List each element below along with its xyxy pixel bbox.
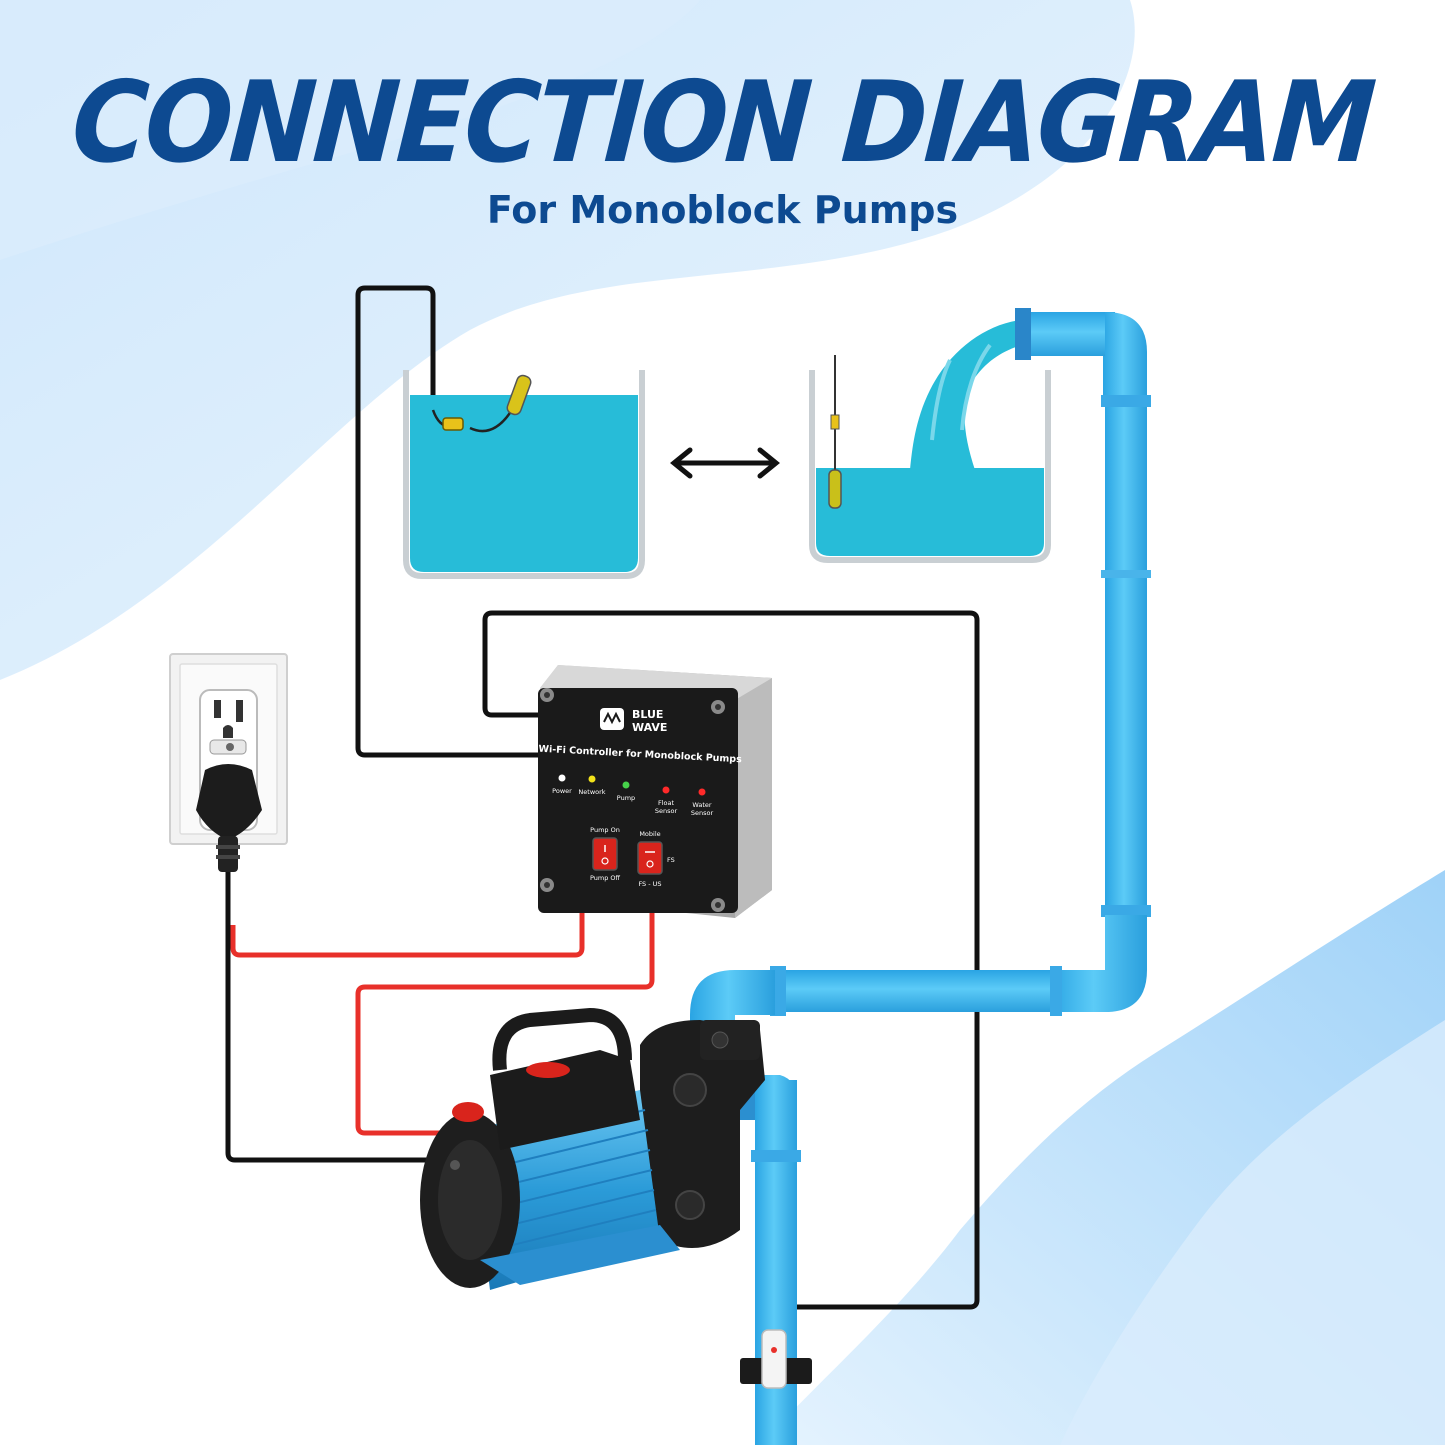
brand-logo-icon [600,708,624,730]
float-switch-icon [506,374,532,416]
brand-name-line1: BLUE [632,708,663,721]
pump-toggle-switch[interactable] [592,837,618,871]
red-wire-2 [355,905,655,1136]
indicator-led-3 [662,786,670,794]
indicator-label-1: Network [578,788,605,796]
power-cord-to-pump [225,867,433,1163]
indicator-led-1 [588,775,596,783]
brand-name-line2: WAVE [632,721,667,734]
tank-filling [809,320,1051,563]
float-switch-icon [828,469,842,509]
indicator-led-2 [622,781,630,789]
indicator-led-0 [558,774,566,782]
switch2-top-label: Mobile [639,830,660,838]
mode-toggle-switch[interactable] [637,841,663,875]
red-wires [230,905,655,1136]
switch2-right-label: FS [667,856,675,864]
indicator-label-0: Power [552,787,572,795]
float-switch-icon [442,417,464,431]
indicator-label-2: Pump [617,794,635,802]
float-switch-icon [830,414,840,430]
brand-badge-icon [526,1062,570,1078]
wall-socket [169,653,288,872]
indicator-led-4 [698,788,706,796]
red-wire-1 [230,905,585,958]
double-arrow-icon [670,447,780,479]
switch2-bottom-label: FS - US [638,880,661,888]
switch1-bottom-label: Pump Off [590,874,621,882]
power-plug-icon [196,764,262,840]
water-sensor [740,1329,812,1389]
monoblock-pump [420,1007,765,1290]
page-subtitle: For Monoblock Pumps [486,188,959,232]
switch1-top-label: Pump On [590,826,620,834]
pipe-outlet [1015,308,1031,360]
wifi-controller: BLUE WAVE Wi-Fi Controller for Monoblock… [538,665,772,918]
tank-full [403,370,645,579]
controller-face [538,688,738,913]
